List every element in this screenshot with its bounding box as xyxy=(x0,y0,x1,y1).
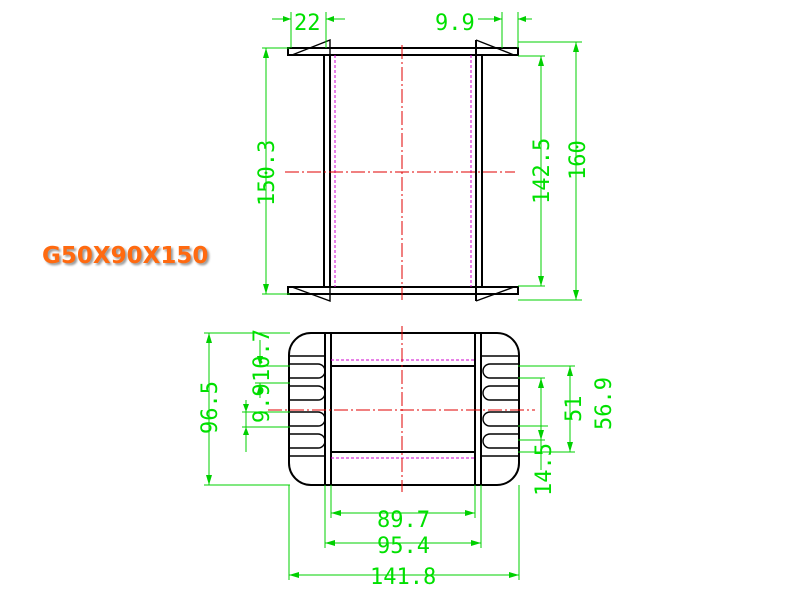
dim-9-9-side: 9.9 xyxy=(250,383,275,423)
bottom-dimension-texts: 10.7 96.5 9.9 51 56.9 14.5 89.7 95.4 141… xyxy=(198,329,617,590)
dim-89-7: 89.7 xyxy=(377,508,430,533)
bottom-right-wedge xyxy=(475,286,515,302)
dim-96-5: 96.5 xyxy=(198,381,223,434)
dim-142-5: 142.5 xyxy=(530,138,555,204)
top-flange xyxy=(287,47,519,56)
bottom-view xyxy=(268,326,535,492)
bottom-left-wedge xyxy=(291,286,331,303)
top-dimension-texts: 22 9.9 150.3 142.5 160 xyxy=(255,11,591,206)
dim-14-5: 14.5 xyxy=(532,443,557,496)
dim-150-3: 150.3 xyxy=(255,140,280,206)
dim-141-8: 141.8 xyxy=(370,565,436,590)
right-bobbin-wall xyxy=(474,332,482,486)
dim-10-7: 10.7 xyxy=(250,329,275,382)
bottom-flange xyxy=(287,286,519,295)
dim-160: 160 xyxy=(566,140,591,180)
part-number-title: G50X90X150 xyxy=(42,243,209,269)
flange-outline xyxy=(288,332,520,486)
bottom-dimension-lines xyxy=(204,332,575,580)
right-pin-slots xyxy=(481,355,518,457)
dim-51: 51 xyxy=(562,396,587,423)
top-view xyxy=(285,38,519,303)
top-left-wedge xyxy=(291,38,331,56)
top-right-wedge xyxy=(475,39,515,56)
dim-22: 22 xyxy=(294,11,321,36)
top-dimension-lines xyxy=(262,12,582,301)
dim-95-4: 95.4 xyxy=(377,534,430,559)
left-bobbin-wall xyxy=(324,332,332,486)
dim-9-9-top: 9.9 xyxy=(435,11,475,36)
dim-56-9: 56.9 xyxy=(592,377,617,430)
left-pin-slots xyxy=(290,355,326,457)
